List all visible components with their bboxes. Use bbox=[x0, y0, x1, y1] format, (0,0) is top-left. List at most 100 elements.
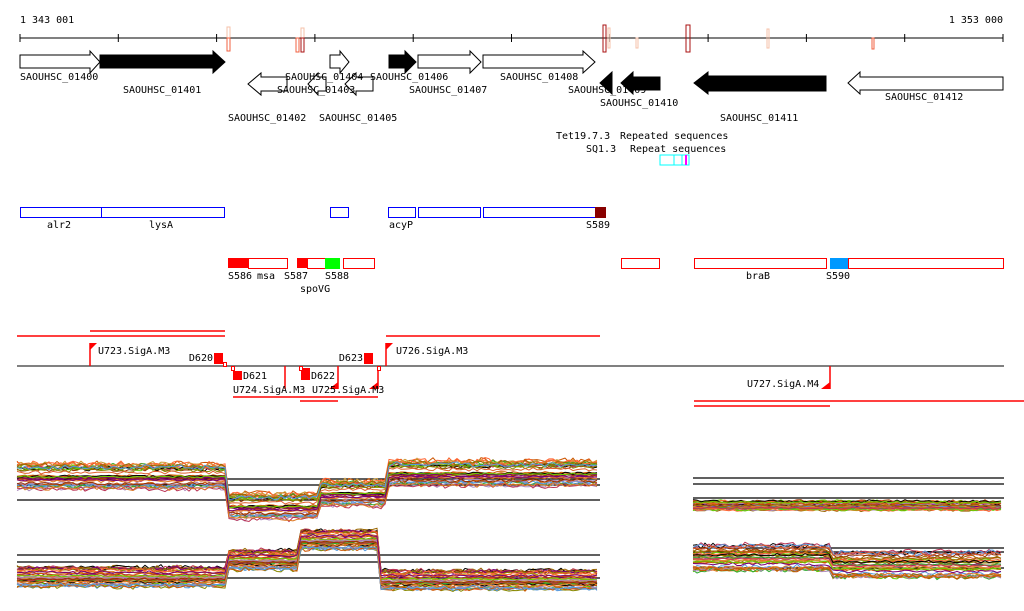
repeat-box[interactable] bbox=[659, 154, 675, 166]
segment-s588[interactable] bbox=[325, 258, 340, 269]
gene-label[interactable]: SAOUHSC_01403 bbox=[277, 85, 355, 96]
expression-trace bbox=[692, 551, 1002, 563]
segment-msa[interactable] bbox=[248, 258, 288, 269]
expression-trace bbox=[16, 478, 598, 517]
segment-label: msa bbox=[257, 271, 275, 282]
expression-trace bbox=[692, 553, 1002, 564]
expression-trace bbox=[692, 543, 1002, 557]
expression-profiles bbox=[16, 457, 1004, 593]
expression-trace bbox=[16, 540, 598, 584]
expression-trace bbox=[16, 475, 598, 512]
gene-label[interactable]: SAOUHSC_01412 bbox=[885, 92, 963, 103]
gene-arrow-01407[interactable] bbox=[417, 49, 482, 75]
repeat-label: SQ1.3 bbox=[586, 144, 616, 155]
marker[interactable] bbox=[226, 37, 231, 52]
operon-box[interactable] bbox=[388, 207, 416, 218]
operon-box[interactable] bbox=[20, 207, 102, 218]
promoter-flag-icon[interactable] bbox=[369, 382, 378, 389]
expression-trace bbox=[16, 546, 598, 592]
promoter-flag-icon[interactable] bbox=[386, 343, 393, 350]
segment-box[interactable] bbox=[848, 258, 1004, 269]
gene-arrow-01409[interactable] bbox=[599, 70, 613, 96]
segment-box[interactable] bbox=[621, 258, 660, 269]
expression-trace bbox=[16, 472, 598, 508]
expression-trace bbox=[16, 530, 598, 577]
operon-box[interactable] bbox=[330, 207, 349, 218]
gene-arrow-01400[interactable] bbox=[19, 49, 101, 75]
tu-label[interactable]: U724.SigA.M3 bbox=[233, 385, 305, 396]
marker[interactable] bbox=[295, 37, 300, 53]
gene-arrow-01405[interactable] bbox=[344, 71, 374, 97]
gene-label[interactable]: SAOUHSC_01405 bbox=[319, 113, 397, 124]
expression-trace bbox=[16, 537, 597, 581]
expression-trace bbox=[16, 466, 598, 505]
operon-track bbox=[20, 207, 606, 218]
marker[interactable] bbox=[607, 27, 611, 49]
promoter-flag-icon[interactable] bbox=[329, 382, 338, 389]
segment-box[interactable] bbox=[343, 258, 375, 269]
gene-label[interactable]: SAOUHSC_01401 bbox=[123, 85, 201, 96]
segment-label: S587 bbox=[284, 271, 308, 282]
operon-box[interactable] bbox=[418, 207, 481, 218]
gene-label[interactable]: SAOUHSC_01410 bbox=[600, 98, 678, 109]
terminator-d621[interactable] bbox=[233, 371, 242, 380]
expression-trace bbox=[16, 530, 598, 576]
promoter-flag-icon[interactable] bbox=[90, 343, 97, 350]
segment-braB[interactable] bbox=[694, 258, 827, 269]
operon-box[interactable] bbox=[101, 207, 225, 218]
terminator-label: D621 bbox=[243, 371, 267, 382]
ruler-ticks bbox=[19, 34, 1004, 42]
ruler-end-label: 1 353 000 bbox=[949, 15, 1003, 26]
gene-label[interactable]: SAOUHSC_01404 bbox=[285, 72, 363, 83]
segment-spoVG[interactable] bbox=[307, 258, 326, 269]
marker[interactable] bbox=[766, 28, 770, 49]
segment-s590[interactable] bbox=[830, 258, 848, 269]
operon-box-s589[interactable] bbox=[595, 207, 606, 218]
ruler-start-label: 1 343 001 bbox=[20, 15, 74, 26]
gene-label[interactable]: SAOUHSC_01406 bbox=[370, 72, 448, 83]
gene-arrow-01406[interactable] bbox=[388, 49, 417, 75]
expression-trace bbox=[692, 559, 1002, 570]
operon-box[interactable] bbox=[483, 207, 596, 218]
promoter-flag-icon[interactable] bbox=[821, 382, 830, 389]
repeat-label: Tet19.7.3 bbox=[556, 131, 610, 142]
transcription-track: U723.SigA.M3 U726.SigA.M3 U724.SigA.M3 U… bbox=[17, 330, 1024, 407]
gene-arrow-01408[interactable] bbox=[482, 49, 596, 75]
marker[interactable] bbox=[300, 37, 305, 53]
gene-arrow-01401[interactable] bbox=[99, 49, 226, 75]
gene-arrow-01411[interactable] bbox=[693, 70, 827, 96]
tu-label[interactable]: U727.SigA.M4 bbox=[747, 379, 819, 390]
segment-s587[interactable] bbox=[297, 258, 307, 268]
marker[interactable] bbox=[635, 37, 639, 49]
coordinate-ruler: 1 343 001 1 353 000 bbox=[19, 15, 1004, 53]
repeat-box[interactable] bbox=[685, 155, 687, 165]
segment-s586[interactable] bbox=[228, 258, 248, 268]
gene-label[interactable]: SAOUHSC_01409 bbox=[568, 85, 646, 96]
marker[interactable] bbox=[871, 37, 875, 50]
tu-label[interactable]: U726.SigA.M3 bbox=[396, 346, 468, 357]
gene-label[interactable]: SAOUHSC_01411 bbox=[720, 113, 798, 124]
expression-trace bbox=[692, 541, 1002, 557]
marker[interactable] bbox=[685, 24, 691, 53]
gene-arrow-01412[interactable] bbox=[847, 70, 1004, 96]
terminator-d622[interactable] bbox=[301, 368, 310, 380]
operon-labels: alr2 lysA acyP S589 bbox=[47, 220, 610, 231]
gene-arrow-01404[interactable] bbox=[329, 49, 350, 75]
terminator-label: D620 bbox=[189, 353, 213, 364]
tu-label[interactable]: U725.SigA.M3 bbox=[312, 385, 384, 396]
expression-trace bbox=[692, 564, 1002, 578]
expression-trace bbox=[692, 504, 1002, 508]
gene-label[interactable]: SAOUHSC_01400 bbox=[20, 72, 98, 83]
gene-arrow-01403[interactable] bbox=[307, 71, 327, 97]
gene-label[interactable]: SAOUHSC_01408 bbox=[500, 72, 578, 83]
gene-label[interactable]: SAOUHSC_01407 bbox=[409, 85, 487, 96]
repeat-box[interactable] bbox=[673, 154, 683, 166]
gene-arrow-01410[interactable] bbox=[620, 70, 661, 96]
expression-trace bbox=[692, 562, 1002, 574]
terminator-d620[interactable] bbox=[214, 353, 223, 364]
gene-label[interactable]: SAOUHSC_01402 bbox=[228, 113, 306, 124]
gene-arrow-01402[interactable] bbox=[247, 71, 288, 97]
terminator-d623[interactable] bbox=[364, 353, 373, 364]
marker[interactable] bbox=[602, 24, 607, 53]
tu-label[interactable]: U723.SigA.M3 bbox=[98, 346, 170, 357]
